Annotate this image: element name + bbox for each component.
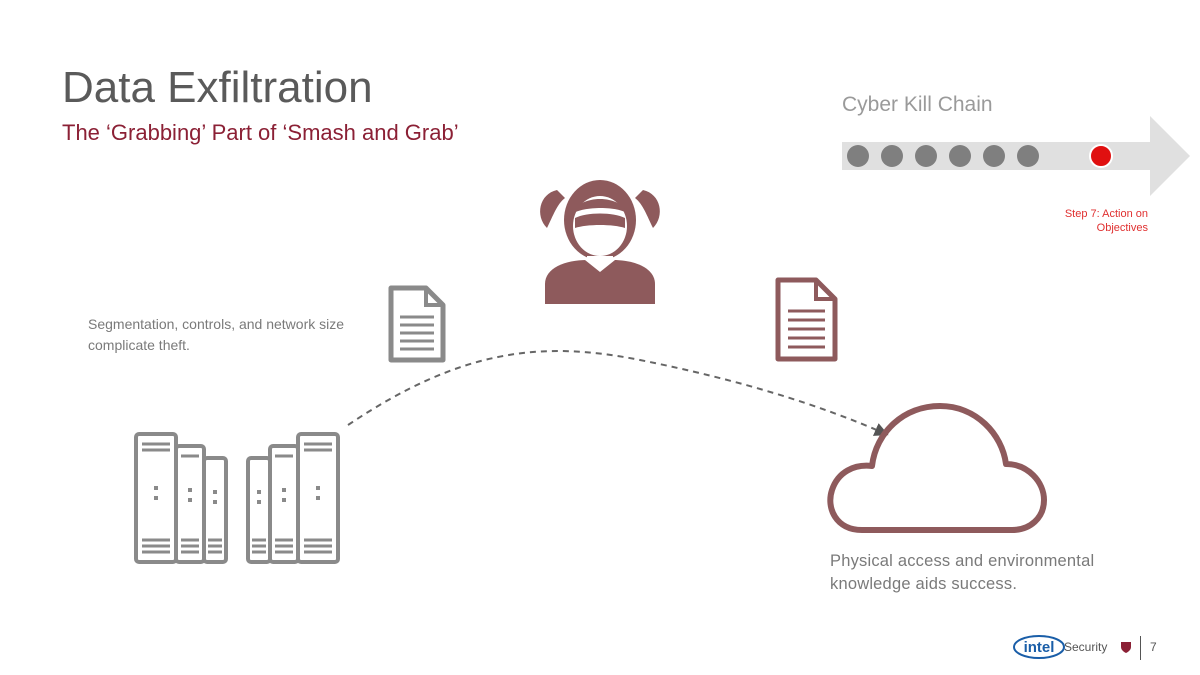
footer-product: Security [1064, 640, 1108, 654]
server-rack-icon [134, 432, 340, 564]
footer-divider [1140, 636, 1141, 660]
kill-chain-step-dot [983, 145, 1005, 167]
segmentation-note: Segmentation, controls, and network size… [88, 316, 345, 353]
kill-chain-current-step: Step 7: Action on Objectives [1064, 208, 1148, 234]
masked-woman-icon [540, 180, 660, 304]
kill-chain-arrow-shape [842, 116, 1190, 196]
kill-chain-label: Cyber Kill Chain [842, 93, 993, 116]
document-icon-left [388, 285, 446, 363]
kill-chain-active-dot [1089, 144, 1113, 168]
kill-chain-step-dot [847, 145, 869, 167]
cloud-icon [827, 403, 1047, 533]
page-number: 7 [1150, 640, 1157, 654]
kill-chain-step-dot [1017, 145, 1039, 167]
intel-logo-text: intel [1024, 639, 1055, 656]
shield-icon [1121, 642, 1131, 653]
page-subtitle: The ‘Grabbing’ Part of ‘Smash and Grab’ [62, 120, 459, 145]
page-title: Data Exfiltration [62, 63, 373, 112]
document-icon-right [775, 277, 838, 362]
physical-access-note: Physical access and environmental knowle… [830, 552, 1095, 593]
kill-chain-step-dot [881, 145, 903, 167]
kill-chain-step-dot [915, 145, 937, 167]
intel-logo: intel [1013, 635, 1065, 659]
kill-chain-step-dot [949, 145, 971, 167]
kill-chain-dots [847, 144, 1113, 168]
